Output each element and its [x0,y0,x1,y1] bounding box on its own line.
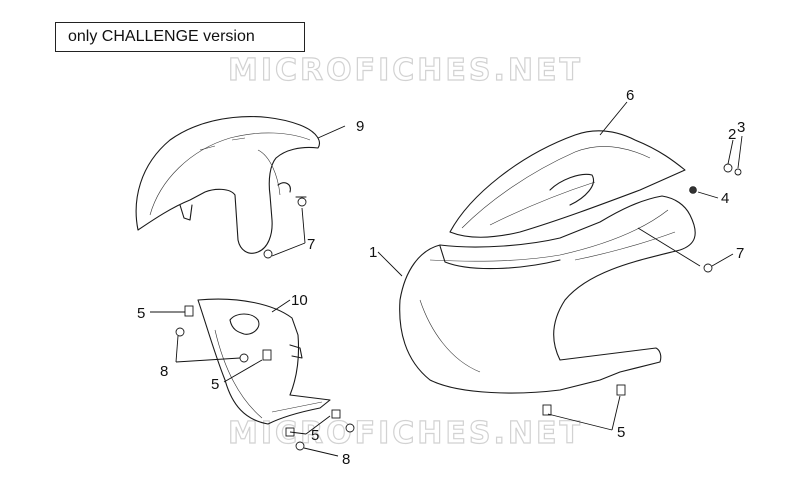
screw-7a-icon [297,197,307,207]
screw-8d-icon [345,423,355,433]
callout-10: 10 [291,292,308,309]
callout-1: 1 [369,244,377,261]
screw-7b-icon [263,249,273,259]
callout-3: 3 [737,119,745,136]
watermark-bottom: MICROFICHES.NET [228,416,583,451]
callout-9: 9 [356,118,364,135]
callout-2: 2 [728,126,736,143]
screw-3-icon [734,168,742,176]
front-fairing [399,195,696,394]
callout-5-fairing: 5 [617,424,625,441]
version-note: only CHALLENGE version [55,22,305,52]
callout-7-mudguard: 7 [307,236,315,253]
callout-8-bottom: 8 [342,451,350,468]
front-mudguard [135,116,320,254]
callout-7-fairing: 7 [736,245,744,262]
nut-4-icon [689,186,697,194]
clip-5d-icon [331,409,341,419]
callout-4: 4 [721,190,729,207]
hardware [175,163,742,451]
screw-8c-icon [295,441,305,451]
washer-2-icon [723,163,733,173]
callout-5-mid-left: 5 [211,376,219,393]
clip-5a-icon [184,305,194,317]
clip-5b-icon [262,349,272,361]
watermark-top: MICROFICHES.NET [228,53,583,88]
callout-6: 6 [626,87,634,104]
callout-5-upper-left: 5 [137,305,145,322]
clip-5e-icon [542,404,552,416]
screw-8a-icon [175,327,185,337]
screw-7c-icon [703,263,713,273]
leader-lines [150,101,743,457]
callout-8-left: 8 [160,363,168,380]
inner-mudguard [197,298,331,425]
screw-8b-icon [239,353,249,363]
windscreen [449,130,686,238]
clip-5f-icon [616,384,626,396]
callout-5-lower-left: 5 [311,427,319,444]
